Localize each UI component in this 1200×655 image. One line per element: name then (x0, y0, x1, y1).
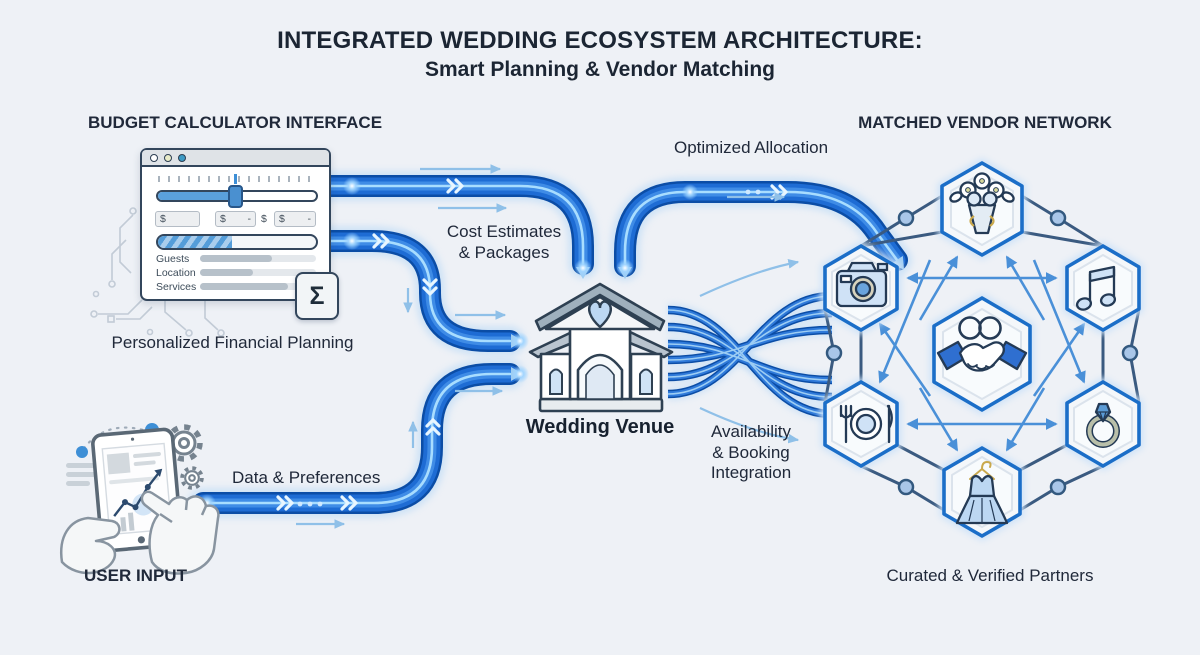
growth-chart (113, 468, 163, 517)
vendor-network (820, 158, 1144, 541)
row-guests: Guests (156, 252, 316, 265)
camera-icon (835, 261, 889, 308)
vendor-hex-jewelry (1062, 377, 1144, 471)
flow-label-availability: Availability & Booking Integration (676, 422, 826, 484)
row-location: Location (156, 266, 316, 279)
gear-icon-small (180, 466, 204, 490)
window-dot-2 (164, 153, 172, 162)
budget-slider-fill (158, 192, 234, 200)
row-guests-label: Guests (156, 252, 190, 265)
vendor-hex-flowers (937, 158, 1027, 260)
bouquet-icon (949, 172, 1015, 235)
flow-label-availability-line2: & Booking (712, 442, 790, 462)
vendor-hex-music (1062, 241, 1144, 335)
budget-progress-bar (156, 234, 318, 250)
budget-slider (156, 185, 318, 208)
heading-budget-calculator: BUDGET CALCULATOR INTERFACE (88, 113, 383, 132)
flow-label-availability-line1: Availability (710, 422, 791, 441)
dash: - (247, 213, 252, 225)
vendor-hex-attire (939, 443, 1025, 541)
dollar-sign: $ (279, 213, 285, 225)
page-title-line1: INTEGRATED WEDDING ECOSYSTEM ARCHITECTUR… (277, 27, 923, 54)
network-nodes (825, 209, 1139, 496)
network-edges (823, 194, 1141, 512)
heading-user-input: USER INPUT (84, 566, 187, 585)
amount-fields: $ $ - $ $ - (155, 211, 317, 228)
venue-label: Wedding Venue (525, 416, 675, 438)
row-services: Services (156, 280, 316, 293)
catering-icon (839, 404, 893, 444)
amount-field-3: $ - (274, 211, 316, 227)
budget-parameter-rows: Guests Location Services (156, 252, 316, 294)
integration-strands (668, 259, 832, 444)
diamond-ring-icon (1086, 402, 1120, 448)
dress-icon (955, 460, 1009, 525)
sigma-sum-button: Σ (295, 272, 339, 320)
network-arrows (878, 255, 1086, 452)
row-location-bar (200, 269, 316, 276)
row-services-bar (200, 283, 316, 290)
row-services-label: Services (156, 280, 197, 293)
budget-slider-handle (227, 185, 243, 208)
flow-label-optimized-allocation: Optimized Allocation (674, 138, 829, 157)
circuit-traces (90, 207, 225, 337)
music-note-icon (1075, 265, 1117, 311)
hands (59, 490, 220, 575)
dollar-sign: $ (220, 213, 226, 225)
dollar-sign: $ (261, 213, 267, 225)
pipe-arrows (198, 177, 905, 512)
window-dot-3 (178, 153, 186, 162)
vendor-hex-matching (929, 293, 1035, 415)
decorative-arrows (296, 164, 786, 529)
flow-label-cost-line1: Cost Estimates (446, 222, 562, 241)
amount-field-2: $ - (215, 211, 256, 227)
caption-curated-partners: Curated & Verified Partners (886, 566, 1094, 585)
heading-vendor-network: MATCHED VENDOR NETWORK (858, 113, 1112, 132)
vendor-hex-catering (820, 377, 902, 471)
window-titlebar (142, 150, 329, 167)
flow-label-data-preferences: Data & Preferences (232, 468, 381, 487)
row-guests-bar (200, 255, 316, 262)
list-lines (66, 463, 102, 486)
gear-icon (165, 424, 203, 462)
user-input-illustration (59, 423, 220, 575)
ruler-marker (234, 174, 237, 184)
flow-label-cost-estimates: Cost Estimates & Packages (424, 222, 584, 263)
amount-field-1: $ (155, 211, 200, 227)
budget-ruler (158, 174, 314, 184)
vendor-hex-photography (820, 241, 902, 335)
flow-label-availability-line3: Integration (710, 463, 792, 483)
caption-financial-planning: Personalized Financial Planning (111, 333, 354, 352)
flow-label-cost-line2: & Packages (458, 242, 550, 262)
dash: - (307, 213, 312, 225)
dollar-sign: $ (160, 213, 166, 225)
window-dot-1 (150, 153, 158, 162)
handshake-icon (936, 316, 1028, 372)
page-title-line2: Smart Planning & Vendor Matching (424, 58, 776, 81)
wedding-venue-icon (528, 282, 674, 413)
row-location-label: Location (156, 266, 196, 279)
budget-progress-fill (158, 236, 233, 248)
budget-calculator-window: $ $ - $ $ - Guests Location (140, 148, 339, 320)
